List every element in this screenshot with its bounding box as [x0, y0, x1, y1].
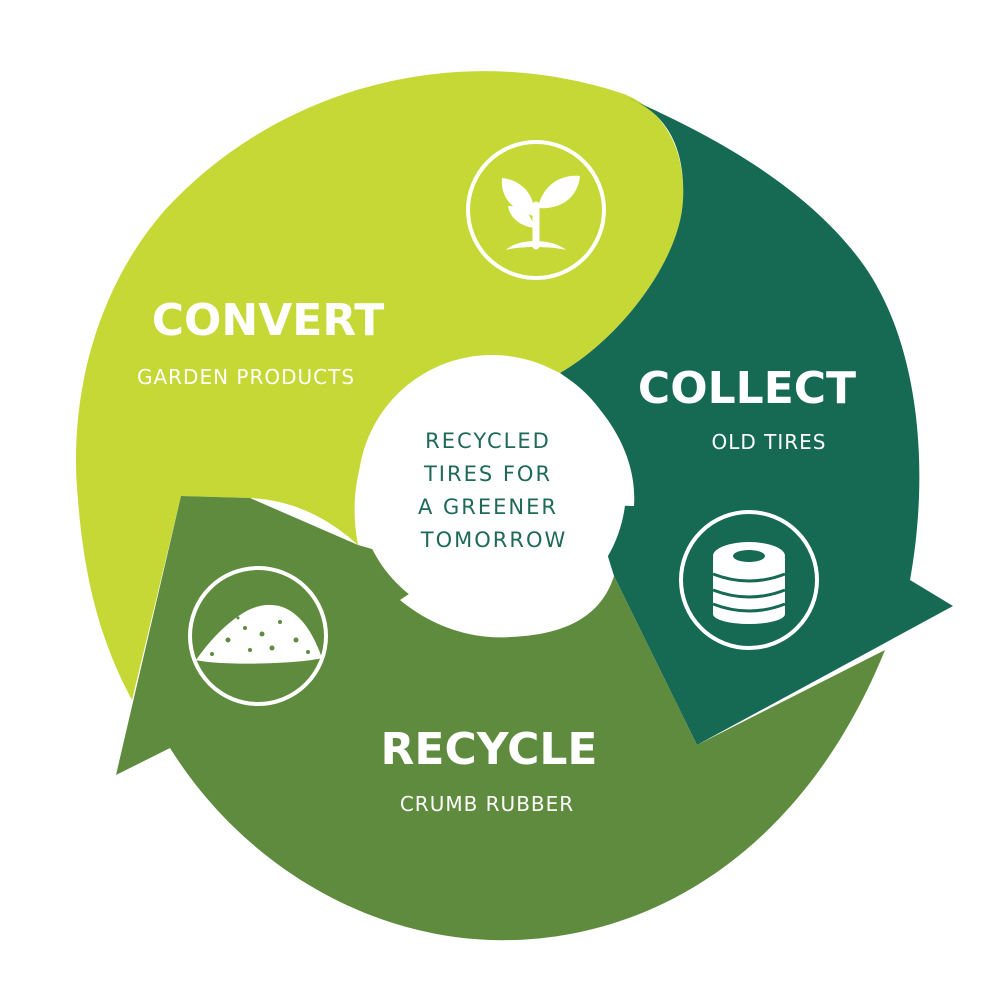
collect-title: COLLECT — [638, 363, 856, 414]
collect-segment — [560, 98, 953, 745]
crumb-rubber-pile-icon — [188, 566, 328, 706]
recycle-subtitle: CRUMB RUBBER — [400, 792, 574, 816]
tire-stack-icon — [679, 510, 819, 650]
center-circle — [358, 355, 626, 623]
center-line-4: TOMORROW — [420, 528, 567, 552]
center-line-1: RECYCLED — [425, 429, 551, 453]
plant-sprout-icon — [466, 140, 606, 280]
center-line-2: TIRES FOR — [423, 462, 552, 486]
center-line-3: A GREENER — [418, 495, 558, 519]
convert-segment — [75, 71, 684, 700]
convert-title: CONVERT — [152, 295, 385, 346]
convert-subtitle: GARDEN PRODUCTS — [137, 365, 355, 389]
recycle-title: RECYCLE — [381, 724, 598, 775]
collect-subtitle: OLD TIRES — [712, 430, 827, 454]
recycle-segment — [116, 496, 885, 941]
